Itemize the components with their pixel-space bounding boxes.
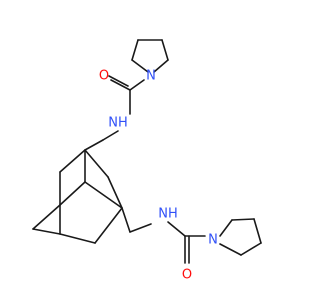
pyrrolidine-ring-top [131, 39, 169, 73]
bond [219, 219, 233, 237]
nh-atom-label: NH [108, 116, 128, 131]
bond [167, 221, 186, 237]
bond [131, 59, 149, 73]
oxygen-atom-label: O [182, 268, 192, 283]
bond [84, 139, 104, 151]
molecule-canvas: O N NH NH N O [0, 0, 300, 300]
nh-atom-label: NH [158, 207, 178, 222]
bond [131, 39, 139, 61]
bond [253, 218, 262, 244]
bond [84, 149, 109, 178]
bond [240, 242, 262, 256]
bond [102, 130, 119, 141]
structure-drawing: O N NH NH N O [0, 0, 300, 300]
adamantane-cage [32, 149, 123, 244]
bond [59, 149, 86, 173]
bond [231, 218, 255, 221]
carbonyl-bottom [167, 221, 206, 264]
background [0, 0, 300, 300]
bond [129, 223, 152, 233]
carbonyl-top [108, 75, 145, 115]
bond [129, 79, 145, 91]
bond [59, 233, 96, 244]
bond [107, 176, 123, 209]
bond [84, 181, 123, 209]
bond [121, 207, 131, 233]
bond [32, 204, 61, 230]
nitrogen-atom-label: N [146, 69, 156, 84]
double-bond [108, 75, 129, 87]
bond [32, 228, 61, 235]
nitrogen-atom-label: N [208, 233, 218, 248]
bond [219, 243, 242, 256]
linker-top [84, 130, 119, 151]
pyrrolidine-ring-bottom [219, 218, 262, 256]
bond [161, 39, 169, 61]
bond [153, 59, 169, 73]
bond [94, 207, 123, 244]
linker-bottom [121, 207, 152, 233]
bond [110, 79, 131, 91]
bond [59, 181, 86, 206]
oxygen-atom-label: O [99, 69, 109, 84]
